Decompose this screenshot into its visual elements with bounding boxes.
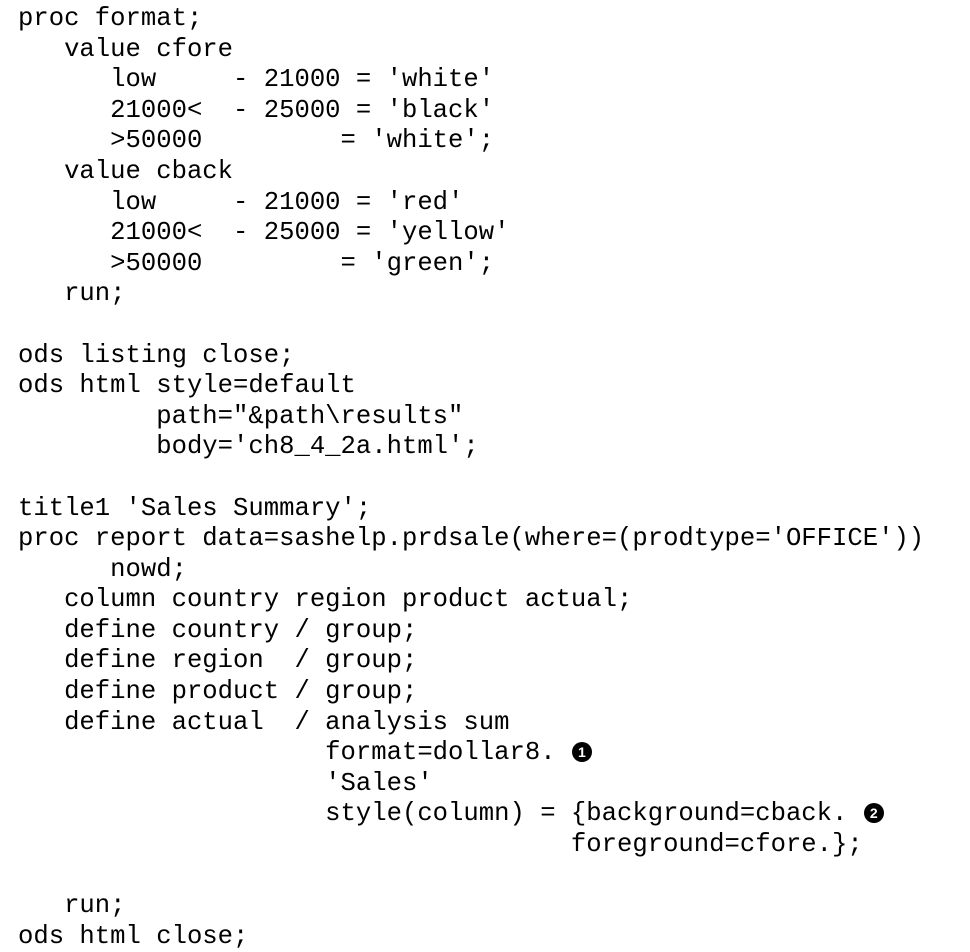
code-line: format=dollar8. 1 [18, 738, 970, 769]
code-line-text: define actual / analysis sum [18, 707, 510, 737]
code-line: title1 'Sales Summary'; [18, 494, 970, 525]
code-line: 'Sales' [18, 769, 970, 800]
code-line: 21000< - 25000 = 'yellow' [18, 218, 970, 249]
code-line-text: 21000< - 25000 = 'yellow' [18, 218, 510, 248]
code-line: ods listing close; [18, 341, 970, 372]
code-line: low - 21000 = 'white' [18, 65, 970, 96]
code-line: path="&path\results" [18, 402, 970, 433]
code-line: define country / group; [18, 616, 970, 647]
code-line: low - 21000 = 'red' [18, 188, 970, 219]
code-line-text: define region / group; [18, 646, 418, 676]
code-blank-line [18, 861, 970, 892]
code-line: proc format; [18, 4, 970, 35]
code-line: define region / group; [18, 646, 970, 677]
code-line-text: foreground=cfore.}; [18, 830, 863, 860]
callout-badge-1: 1 [571, 742, 592, 763]
code-line: nowd; [18, 555, 970, 586]
code-line-text: low - 21000 = 'white' [18, 65, 495, 95]
code-line-text: proc format; [18, 4, 203, 33]
code-blank-line [18, 310, 970, 341]
code-line-text: ods html style=default [18, 371, 356, 401]
code-line-text: value cfore [18, 34, 234, 64]
code-line: foreground=cfore.}; [18, 830, 970, 861]
code-line-text: column country region product actual; [18, 585, 633, 615]
code-line-text: >50000 = 'green'; [18, 248, 495, 278]
code-line: define actual / analysis sum [18, 708, 970, 739]
code-line: run; [18, 279, 970, 310]
code-line-text: define product / group; [18, 677, 418, 707]
code-blank-line [18, 463, 970, 494]
code-line-text: path="&path\results" [18, 401, 464, 431]
code-line: body='ch8_4_2a.html'; [18, 432, 970, 463]
code-line: style(column) = {background=cback. 2 [18, 799, 970, 830]
callout-badge-2: 2 [863, 803, 884, 824]
code-line: value cfore [18, 35, 970, 66]
code-line: column country region product actual; [18, 585, 970, 616]
code-line-text: value cback [18, 156, 234, 186]
code-line: proc report data=sashelp.prdsale(where=(… [18, 524, 970, 555]
code-line-text: proc report data=sashelp.prdsale(where=(… [18, 524, 925, 554]
code-line-text: >50000 = 'white'; [18, 126, 495, 156]
code-line: ods html style=default [18, 371, 970, 402]
code-line: value cback [18, 157, 970, 188]
code-line-text: 21000< - 25000 = 'black' [18, 95, 495, 125]
code-line-text: run; [18, 279, 126, 309]
code-line-text: ods html close; [18, 921, 249, 951]
code-line-text: style(column) = {background=cback. [18, 799, 863, 829]
code-listing: proc format; value cfore low - 21000 = '… [18, 4, 970, 951]
code-line-text: 'Sales' [18, 768, 433, 798]
code-line-text: ods listing close; [18, 340, 295, 370]
code-line-text: low - 21000 = 'red' [18, 187, 464, 217]
code-line: >50000 = 'green'; [18, 249, 970, 280]
code-line-text: format=dollar8. [18, 738, 571, 768]
code-line: 21000< - 25000 = 'black' [18, 96, 970, 127]
code-line-text: title1 'Sales Summary'; [18, 493, 372, 523]
code-line-text: run; [18, 891, 126, 921]
code-line: define product / group; [18, 677, 970, 708]
code-line-text: define country / group; [18, 615, 418, 645]
code-line: ods html close; [18, 922, 970, 952]
code-line: run; [18, 891, 970, 922]
code-line-text: body='ch8_4_2a.html'; [18, 432, 479, 462]
code-line-text: nowd; [18, 554, 187, 584]
code-line: >50000 = 'white'; [18, 126, 970, 157]
